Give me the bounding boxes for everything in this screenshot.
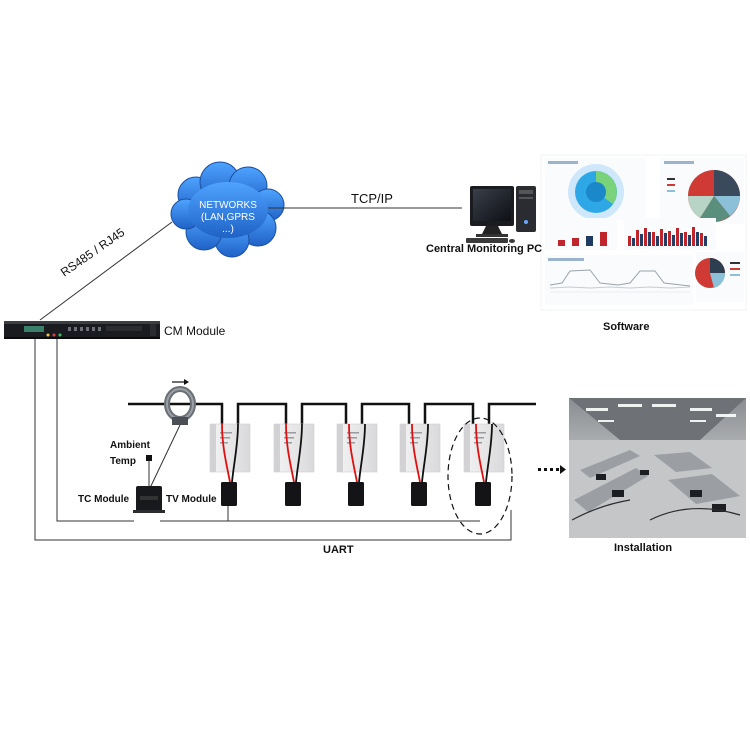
tv-module-label: TV Module <box>166 494 217 505</box>
battery-busbar <box>128 402 536 424</box>
computer-icon <box>466 186 536 243</box>
continuation-arrow <box>538 465 566 474</box>
installation-photo <box>569 398 746 538</box>
cloud-label-line2: (LAN,GPRS <box>201 212 255 223</box>
tv-module-device <box>411 482 427 506</box>
cloud-label-line3: ...) <box>222 224 234 235</box>
cloud-label-line1: NETWORKS <box>199 200 257 211</box>
tv-module-device <box>285 482 301 506</box>
ambient-temp-line1: Ambient <box>110 440 150 451</box>
battery-cell <box>463 423 505 483</box>
battery-cells <box>209 423 505 506</box>
network-cloud-icon <box>170 161 285 258</box>
tc-module-device <box>133 486 165 513</box>
cm-module-device <box>4 321 160 339</box>
uart-bus <box>34 339 512 541</box>
highlight-ellipse <box>447 417 513 535</box>
software-label: Software <box>603 321 650 333</box>
rs485-link <box>39 221 173 321</box>
battery-cell <box>399 423 441 483</box>
installation-label: Installation <box>614 542 673 554</box>
tv-module-device <box>221 482 237 506</box>
battery-cell <box>336 423 378 483</box>
battery-cell <box>273 423 315 483</box>
software-screenshot <box>540 154 747 311</box>
tc-module-label: TC Module <box>78 494 130 505</box>
tv-module-device <box>475 482 491 506</box>
cm-module-label: CM Module <box>164 324 226 338</box>
battery-cell <box>209 423 251 483</box>
cloud-label: NETWORKS (LAN,GPRS ...) <box>183 200 273 236</box>
ambient-temp-label: Ambient Temp <box>110 438 150 470</box>
central-pc-label: Central Monitoring PC <box>426 243 543 255</box>
temp-probe-icon <box>146 455 152 461</box>
cm-to-tc-link <box>56 339 134 522</box>
ambient-temp-line2: Temp <box>110 456 136 467</box>
tv-module-chain <box>160 505 229 522</box>
current-sensor-icon <box>164 379 196 425</box>
tv-module-device <box>348 482 364 506</box>
tcp-ip-label: TCP/IP <box>351 191 393 206</box>
uart-label: UART <box>323 544 354 556</box>
